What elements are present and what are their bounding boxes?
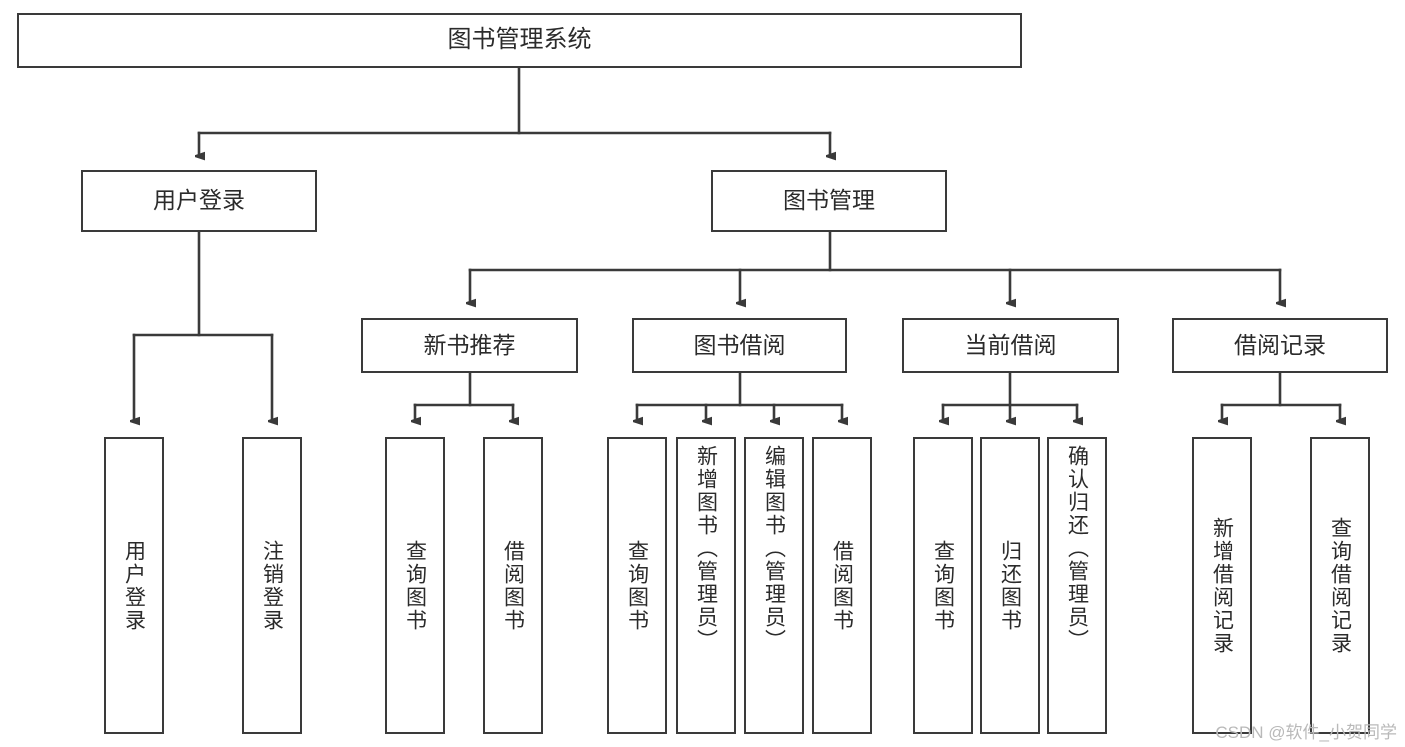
- leaf-return-book[interactable]: 归还图书: [980, 437, 1040, 734]
- node-label: 查询借阅记录: [1328, 516, 1352, 655]
- leaf-query-book-3[interactable]: 查询图书: [913, 437, 973, 734]
- node-label: 归还图书: [998, 539, 1022, 632]
- leaf-logout[interactable]: 注销登录: [242, 437, 302, 734]
- node-book-borrow[interactable]: 图书借阅: [632, 318, 847, 373]
- leaf-add-record[interactable]: 新增借阅记录: [1192, 437, 1252, 734]
- leaf-query-book-2[interactable]: 查询图书: [607, 437, 667, 734]
- leaf-query-book-1[interactable]: 查询图书: [385, 437, 445, 734]
- node-label: 图书管理系统: [447, 26, 592, 54]
- node-book-manage[interactable]: 图书管理: [711, 170, 947, 232]
- node-label: 借阅图书: [830, 539, 854, 632]
- node-label: 图书借阅: [693, 331, 786, 358]
- node-label: 用户登录: [153, 187, 245, 214]
- node-current-borrow[interactable]: 当前借阅: [902, 318, 1119, 373]
- node-root-system[interactable]: 图书管理系统: [17, 13, 1022, 68]
- node-label: 借阅图书: [501, 539, 525, 632]
- node-label: 编辑图书（管理员）: [762, 445, 786, 652]
- node-label: 新增图书（管理员）: [694, 445, 718, 652]
- node-label: 用户登录: [122, 539, 146, 632]
- leaf-query-record[interactable]: 查询借阅记录: [1310, 437, 1370, 734]
- node-borrow-record[interactable]: 借阅记录: [1172, 318, 1388, 373]
- node-label: 借阅记录: [1234, 331, 1326, 358]
- node-new-book-recommend[interactable]: 新书推荐: [361, 318, 578, 373]
- node-label: 查询图书: [403, 539, 427, 632]
- leaf-edit-book[interactable]: 编辑图书（管理员）: [744, 437, 804, 734]
- node-label: 新增借阅记录: [1210, 516, 1234, 655]
- node-label: 注销登录: [260, 539, 284, 632]
- node-label: 确认归还（管理员）: [1065, 445, 1089, 652]
- node-label: 新书推荐: [423, 331, 516, 358]
- node-label: 当前借阅: [964, 331, 1057, 358]
- leaf-confirm-return[interactable]: 确认归还（管理员）: [1047, 437, 1107, 734]
- leaf-borrow-book-2[interactable]: 借阅图书: [812, 437, 872, 734]
- node-label: 查询图书: [931, 539, 955, 632]
- leaf-borrow-book-1[interactable]: 借阅图书: [483, 437, 543, 734]
- node-label: 图书管理: [783, 187, 875, 214]
- leaf-user-login[interactable]: 用户登录: [104, 437, 164, 734]
- leaf-add-book[interactable]: 新增图书（管理员）: [676, 437, 736, 734]
- node-user-login[interactable]: 用户登录: [81, 170, 317, 232]
- watermark: CSDN @软件_小贺同学: [1215, 723, 1397, 742]
- node-label: 查询图书: [625, 539, 649, 632]
